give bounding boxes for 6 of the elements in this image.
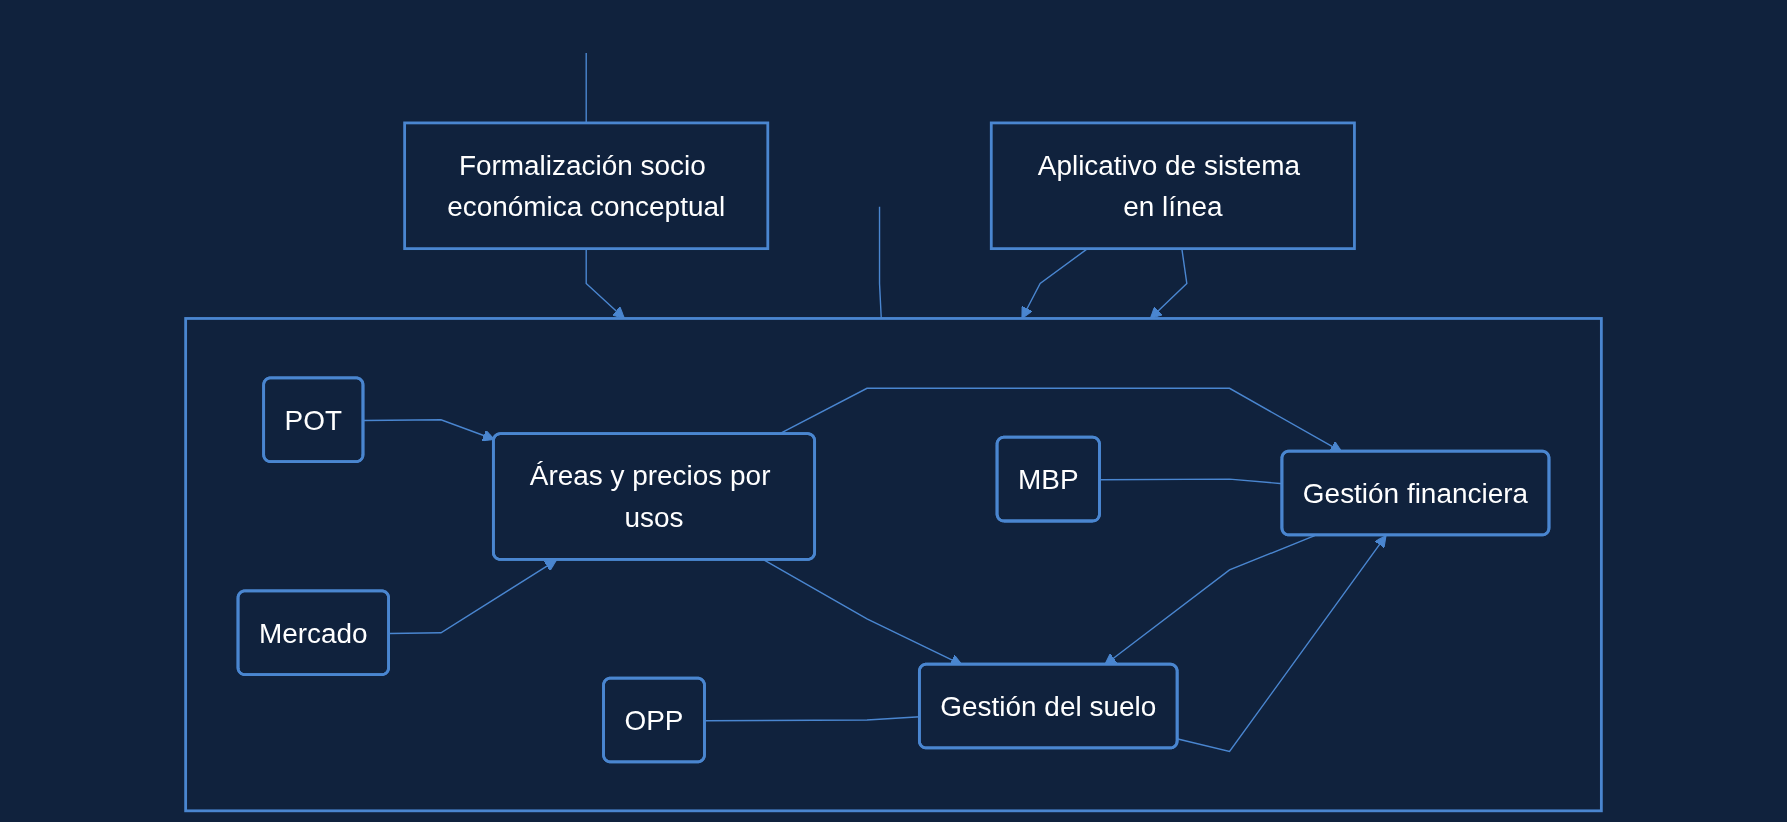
arrow xyxy=(363,419,495,442)
node-box: Aplicativo de sistema en línea xyxy=(989,121,1356,251)
arrow xyxy=(1177,535,1387,753)
arrow xyxy=(388,559,557,635)
cluster xyxy=(184,317,1603,813)
node-box: Formalización socio económica conceptual xyxy=(403,121,770,251)
